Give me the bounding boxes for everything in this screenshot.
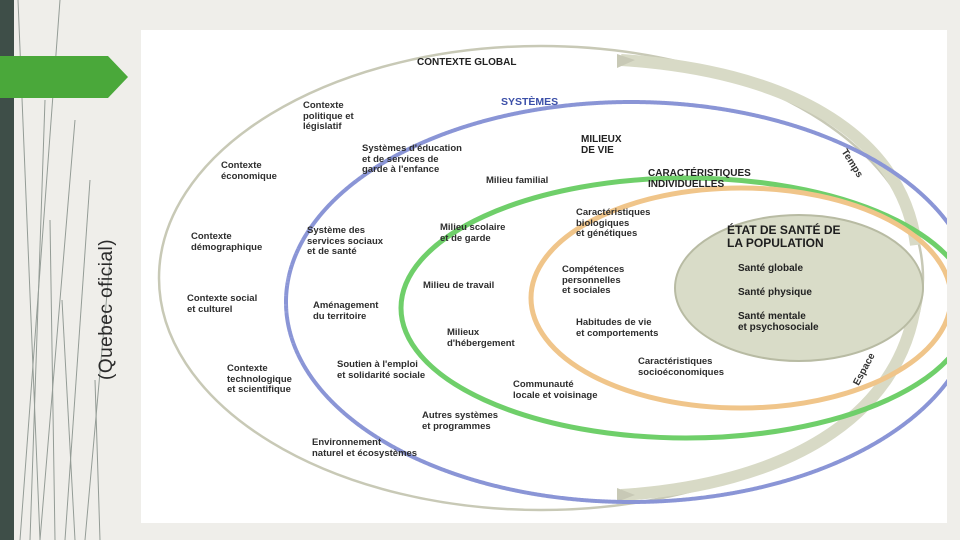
contexte-economique: Contexte économique	[221, 160, 277, 182]
ellipse-diagram	[157, 44, 947, 512]
systemes-education: Systèmes d'éducation et de services de g…	[362, 143, 462, 175]
green-accent-tab	[0, 56, 128, 98]
systeme-services-sociaux: Système des services sociaux et de santé	[307, 225, 384, 257]
milieu-scolaire: Milieu scolaire et de garde	[440, 222, 506, 244]
etat-sante-heading: ÉTAT DE SANTÉ DE LA POPULATION	[727, 223, 841, 250]
temps-arrow-icon	[617, 54, 635, 68]
soutien-emploi: Soutien à l'emploi et solidarité sociale	[337, 359, 426, 381]
contexte-technologique: Contexte technologique et scientifique	[227, 363, 292, 395]
caracteristiques-ellipse	[528, 185, 947, 411]
sante-mentale: Santé mentale et psychosociale	[738, 311, 819, 333]
left-dark-strip	[0, 0, 14, 540]
contexte-social: Contexte social et culturel	[187, 293, 258, 315]
diagram-panel: CONTEXTE GLOBAL SYSTÈMES MILIEUX DE VIE …	[141, 30, 947, 523]
espace-arc	[620, 299, 922, 501]
systemes-heading: SYSTÈMES	[501, 96, 559, 108]
milieux-hebergement: Milieux d'hébergement	[447, 327, 515, 349]
espace-arrow-icon	[617, 488, 635, 502]
contexte-politique: Contexte politique et législatif	[303, 100, 354, 132]
environnement-naturel: Environnement naturel et écosystèmes	[312, 437, 418, 459]
milieu-travail: Milieu de travail	[423, 280, 495, 291]
caracteristiques-socioeconomiques: Caractéristiques socioéconomiques	[638, 356, 725, 378]
milieux-ellipse	[398, 175, 947, 441]
contexte-global-ellipse	[157, 44, 925, 512]
etat-sante-ellipse	[674, 214, 924, 362]
milieux-heading: MILIEUX DE VIE	[581, 134, 622, 156]
amenagement-territoire: Aménagement du territoire	[313, 300, 379, 322]
contexte-global-heading: CONTEXTE GLOBAL	[417, 57, 517, 68]
side-title: (Quebec oficial)	[96, 238, 117, 380]
contexte-demographique: Contexte démographique	[191, 231, 263, 253]
sante-physique: Santé physique	[738, 287, 812, 298]
caracteristiques-biologiques: Caractéristiques biologiques et génétiqu…	[576, 207, 651, 239]
systemes-ellipse	[284, 100, 947, 504]
milieu-familial: Milieu familial	[486, 175, 549, 186]
caracteristiques-heading: CARACTÉRISTIQUES INDIVIDUELLES	[648, 168, 751, 190]
autres-systemes: Autres systèmes et programmes	[422, 410, 499, 432]
sante-globale: Santé globale	[738, 263, 804, 274]
competences-personnelles: Compétences personnelles et sociales	[562, 264, 625, 296]
habitudes-de-vie: Habitudes de vie et comportements	[576, 317, 659, 339]
temps-arc	[620, 54, 922, 246]
communaute-locale: Communauté locale et voisinage	[513, 379, 598, 401]
